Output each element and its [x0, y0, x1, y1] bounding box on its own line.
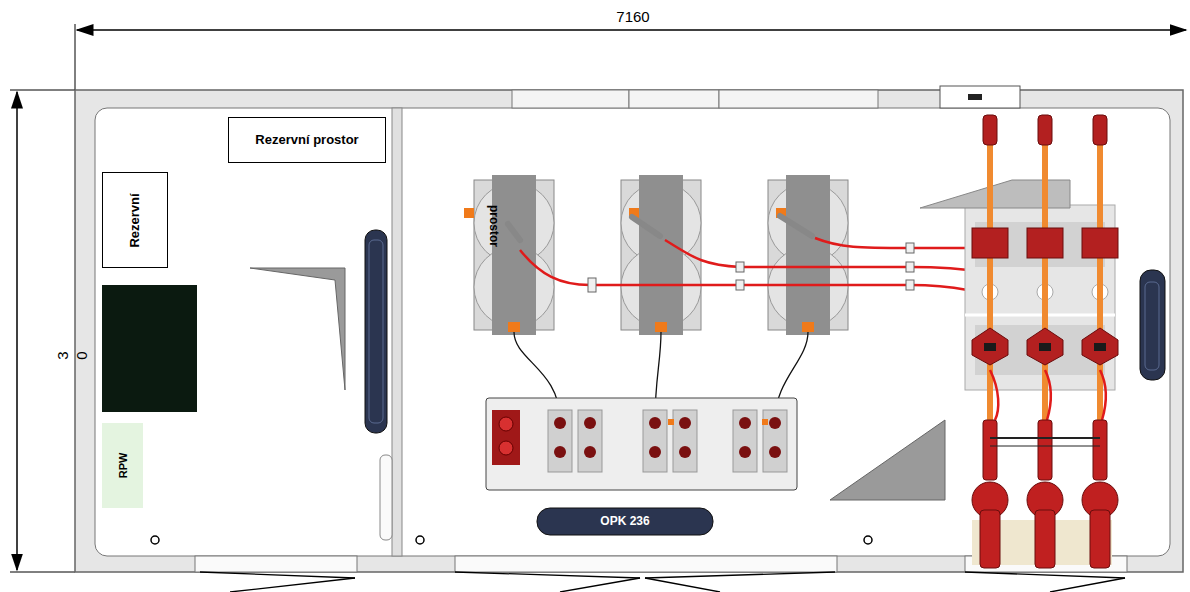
cable-bar: OPK 236 — [537, 508, 713, 535]
box-label: Rezervní — [128, 193, 143, 247]
partition-wall — [392, 108, 402, 556]
dimension-line — [77, 29, 1186, 31]
box-label: Rezervní prostor — [255, 133, 358, 148]
reserve-box: Rezervní prostor — [228, 117, 386, 163]
box-label: RPW — [116, 453, 129, 479]
dimension-line — [16, 92, 18, 570]
housing-wall — [75, 90, 1183, 572]
dimension-label: 3 — [55, 351, 70, 359]
extension-line — [75, 24, 76, 90]
box-label: OPK 236 — [600, 515, 649, 529]
rpw-box: RPW — [102, 423, 143, 508]
dimension-label: 0 — [74, 351, 89, 359]
dimension-label: 7160 — [613, 9, 652, 24]
reserve-box: Rezervní — [102, 172, 168, 268]
cabinet — [102, 285, 197, 412]
reserve-label: prostor — [488, 205, 500, 247]
